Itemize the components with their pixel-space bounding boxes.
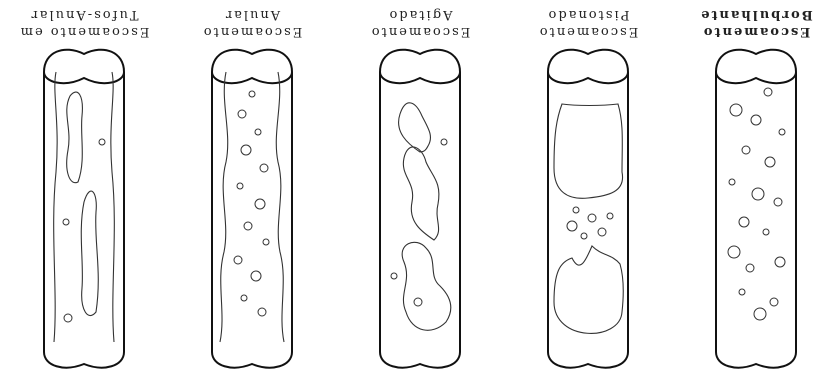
droplets — [63, 139, 105, 322]
panel-tubo: Escoamento em Tufos-Anular — [0, 0, 168, 372]
label-slug: Escoamento Pistonado — [504, 6, 672, 40]
label-churn: Escoamento Agitado — [336, 6, 504, 40]
pipe-annular — [168, 0, 336, 372]
panel-churn: Escoamento Agitado — [336, 0, 504, 372]
bubbles — [728, 88, 785, 320]
taylor-bubble-upper — [554, 104, 623, 198]
pipe-bubbly — [672, 0, 840, 372]
churn-gas-mid — [403, 147, 439, 240]
wisp-upper — [67, 92, 83, 183]
wisp-film-right — [54, 72, 57, 342]
label-annular: Escoamento Anular — [168, 6, 336, 40]
pipe-slug — [504, 0, 672, 372]
wisp-film-left — [111, 72, 114, 342]
taylor-bubble-lower — [554, 246, 623, 333]
bubbles — [567, 207, 613, 239]
film-left — [276, 72, 284, 342]
wisp-lower — [81, 191, 98, 315]
bubbles — [391, 139, 447, 306]
pipe-churn — [336, 0, 504, 372]
panel-slug: Escoamento Pistonado — [504, 0, 672, 372]
droplets — [234, 91, 269, 316]
churn-gas-lower — [402, 242, 451, 330]
label-tubo: Escoamento em Tufos-Anular — [0, 6, 168, 40]
panel-annular: Escoamento Anular — [168, 0, 336, 372]
churn-gas-upper — [399, 103, 431, 152]
label-bubbly: Escoamento Borbulhante — [672, 6, 840, 40]
panel-bubbly: Escoamento Borbulhante — [672, 0, 840, 372]
film-right — [220, 72, 228, 342]
pipe-tubo — [0, 0, 168, 372]
